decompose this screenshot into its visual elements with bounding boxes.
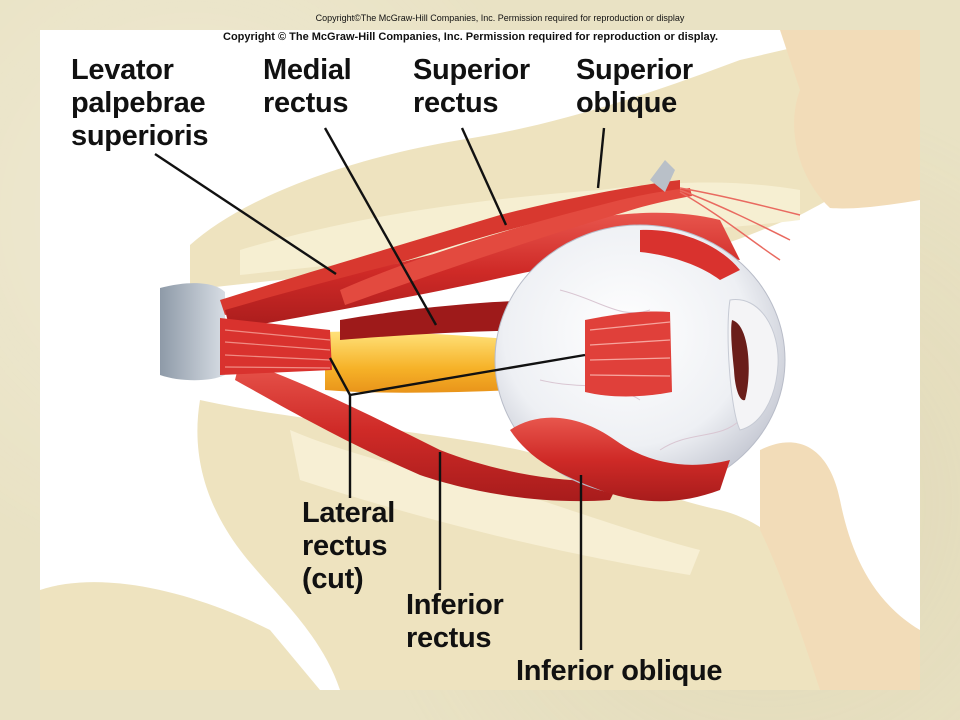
lateral-rectus-insertion [585,311,672,397]
label-levator-palpebrae-superioris: Levator palpebrae superioris [71,54,209,152]
label-inferior-rectus: Inferior rectus [406,589,504,654]
superior-oblique-muscle [340,188,692,305]
leader-medial-rectus [323,127,438,326]
lateral-rectus-stub-fibers [224,329,331,369]
orbital-bone-forehead [780,30,920,209]
lateral-rectus-stub [220,318,332,375]
trochlea [650,160,675,192]
oblique-tendon-fibers [679,187,801,261]
eye-muscles-illustration [40,30,920,690]
leader-superior-oblique [596,127,606,189]
label-lateral-rectus-cut: Lateral rectus (cut) [302,497,395,595]
label-medial-rectus: Medial rectus [263,54,352,119]
optic-nerve [325,331,520,393]
panel-copyright-text: Copyright © The McGraw-Hill Companies, I… [223,31,719,43]
label-superior-rectus: Superior rectus [413,54,530,119]
leader-lateral-rectus-b [349,353,586,397]
diagram-panel: Copyright © The McGraw-Hill Companies, I… [40,30,920,690]
label-superior-oblique: Superior oblique [576,54,693,119]
leader-superior-rectus [460,127,508,226]
iris [731,320,749,401]
label-inferior-oblique: Inferior oblique [516,655,723,687]
leader-lateral-rectus-a [328,357,352,396]
leader-lines [154,127,606,650]
inferior-oblique-muscle [510,417,730,502]
top-copyright-text: Copyright©The McGraw-Hill Companies, Inc… [315,13,685,23]
lateral-rectus-insertion-fibers [589,321,671,377]
cheek-tissue [760,442,920,690]
orbital-bone-lower-left [40,582,320,690]
superior-rectus-insertion [640,229,740,280]
orbital-bone-lower-highlight [290,430,700,575]
leader-levator [154,152,337,276]
annulus-tendon [160,283,225,381]
